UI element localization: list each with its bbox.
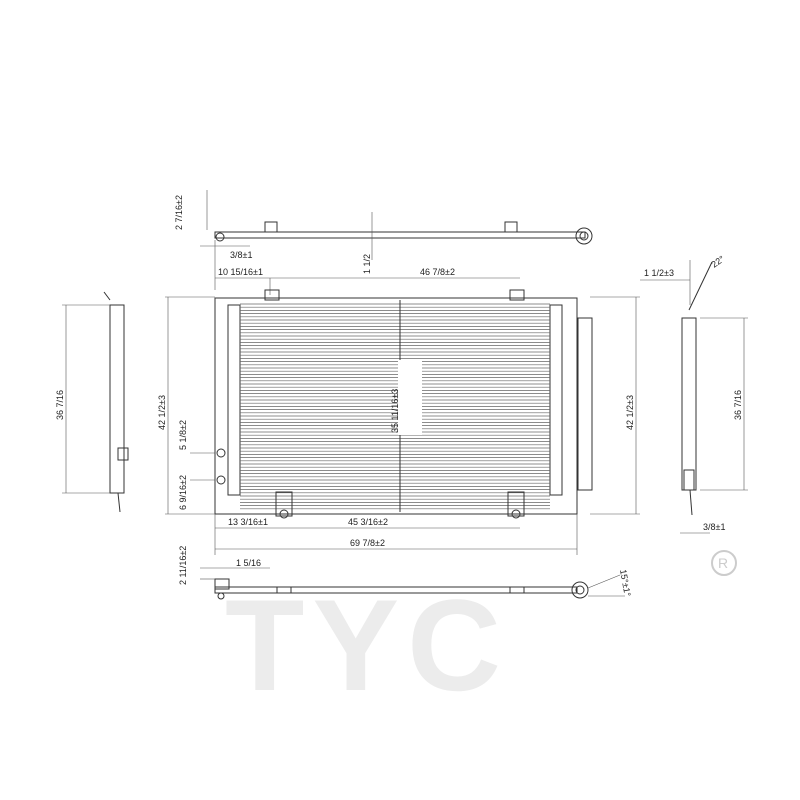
dim-right-height: 36 7/16 — [733, 390, 743, 420]
dim-fitting-upper: 5 1/8±2 — [178, 420, 188, 450]
bottom-view — [200, 567, 625, 600]
dim-overall-height-left: 42 1/2±3 — [157, 395, 167, 430]
dim-top-offset: 3/8±1 — [230, 250, 252, 260]
dim-right-angle: 22° — [709, 253, 726, 269]
dim-right-bottom: 3/8±1 — [703, 522, 725, 532]
dim-top-center: 1 1/2 — [362, 254, 372, 274]
dim-bottom-angle: 15°±1° — [618, 569, 633, 598]
dim-bracket-offset: 10 15/16±1 — [218, 267, 263, 277]
dim-top-height: 2 7/16±2 — [174, 195, 184, 230]
left-side-view — [62, 291, 129, 513]
dim-lower-bracket-offset: 13 3/16±1 — [228, 517, 268, 527]
dim-bottom-height: 2 11/16±2 — [178, 546, 188, 585]
dim-right-depth: 1 1/2±3 — [644, 268, 674, 278]
dim-bottom-offset: 1 5/16 — [236, 558, 261, 568]
registered-mark: R — [718, 555, 728, 571]
dim-left-height: 36 7/16 — [55, 390, 65, 420]
right-side-view — [640, 260, 748, 534]
condenser-core — [214, 289, 593, 519]
registered-mark-circle — [711, 550, 737, 576]
dim-bracket-spacing: 46 7/8±2 — [420, 267, 455, 277]
tyc-watermark: TYC — [225, 572, 509, 718]
dim-core-height: 35 11/16±3 — [390, 389, 400, 433]
top-view — [200, 190, 593, 290]
dim-overall-height-right: 42 1/2±3 — [625, 395, 635, 430]
dim-overall-width: 69 7/8±2 — [350, 538, 385, 548]
dim-lower-bracket-spacing: 45 3/16±2 — [348, 517, 388, 527]
dim-fitting-lower: 6 9/16±2 — [178, 475, 188, 510]
